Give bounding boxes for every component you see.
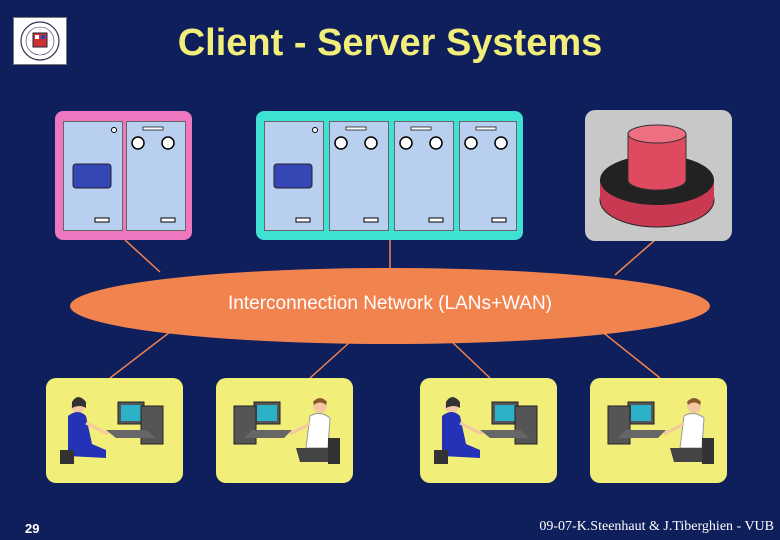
server-cabinet-icon	[264, 121, 324, 231]
server-cabinet-icon	[126, 121, 186, 231]
database-panel	[585, 110, 732, 241]
server-group-2	[256, 111, 523, 240]
slide-credit: 09-07-K.Steenhaut & J.Tiberghien - VUB	[539, 519, 774, 534]
interconnection-network	[70, 268, 710, 344]
user-at-computer-icon	[607, 398, 714, 464]
slide-title: Client - Server Systems	[177, 22, 603, 64]
client-workstation-1	[46, 378, 183, 483]
server-cabinet-icon	[459, 121, 517, 231]
user-at-computer-icon	[233, 398, 340, 464]
server-cabinet-icon	[329, 121, 389, 231]
server-group-1	[55, 111, 192, 240]
network-label: Interconnection Network (LANs+WAN)	[228, 293, 552, 314]
user-at-computer-icon	[60, 397, 164, 464]
user-at-computer-icon	[434, 397, 538, 464]
page-number: 29	[25, 521, 40, 536]
client-workstation-2	[216, 378, 353, 483]
university-seal-icon	[13, 17, 67, 65]
server-cabinet-icon	[63, 121, 123, 231]
client-workstation-4	[590, 378, 727, 483]
database-cylinder-icon	[599, 124, 715, 228]
client-workstation-3	[420, 378, 557, 483]
server-cabinet-icon	[394, 121, 454, 231]
